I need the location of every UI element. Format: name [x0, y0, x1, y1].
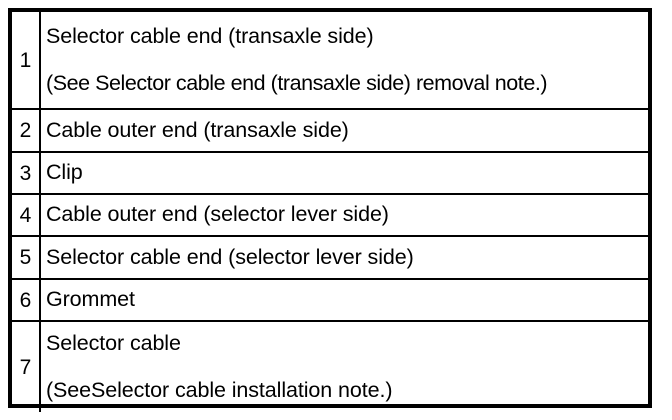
- row-description-cell: Selector cable end (transaxle side) (See…: [40, 12, 648, 109]
- row-number: 2: [19, 119, 32, 142]
- description-stack: Selector cable end (transaxle side) (See…: [46, 12, 648, 108]
- row-description: Selector cable end (transaxle side): [46, 24, 374, 49]
- table-row: 5 Selector cable end (selector lever sid…: [12, 235, 648, 279]
- row-number-cell: 2: [12, 108, 41, 152]
- row-description-cell: Cable outer end (transaxle side): [40, 108, 648, 152]
- row-number-cell: 7: [12, 320, 41, 412]
- row-number-cell: 6: [12, 278, 41, 321]
- row-description-cell: Selector cable (SeeSelector cable instal…: [40, 320, 648, 412]
- row-number: 4: [19, 203, 32, 227]
- row-number: 1: [19, 48, 32, 72]
- parts-table-grid: 1 Selector cable end (transaxle side) (S…: [12, 12, 648, 412]
- row-number-cell: 1: [12, 12, 41, 109]
- row-number-cell: 4: [12, 193, 41, 236]
- parts-table-body: 1 Selector cable end (transaxle side) (S…: [12, 12, 648, 412]
- parts-list-table: 1 Selector cable end (transaxle side) (S…: [8, 8, 652, 412]
- row-description-cell: Cable outer end (selector lever side): [40, 193, 648, 236]
- row-description: Cable outer end (transaxle side): [46, 117, 349, 142]
- table-row: 6 Grommet: [12, 278, 648, 321]
- row-description-cell: Clip: [40, 151, 648, 194]
- row-description: Grommet: [46, 287, 135, 312]
- row-number-cell: 3: [12, 151, 41, 194]
- table-row: 2 Cable outer end (transaxle side): [12, 108, 648, 152]
- row-number: 5: [19, 246, 32, 269]
- table-row: 1 Selector cable end (transaxle side) (S…: [12, 12, 648, 109]
- table-row: 3 Clip: [12, 151, 648, 194]
- table-row: 4 Cable outer end (selector lever side): [12, 193, 648, 236]
- description-stack: Selector cable (SeeSelector cable instal…: [46, 322, 648, 412]
- row-note: (SeeSelector cable installation note.): [46, 377, 393, 402]
- row-description: Selector cable: [46, 331, 181, 356]
- table-row: 7 Selector cable (SeeSelector cable inst…: [12, 320, 648, 412]
- row-number: 3: [19, 161, 32, 185]
- row-number: 7: [19, 355, 32, 379]
- row-description: Selector cable end (selector lever side): [46, 244, 414, 269]
- row-number: 6: [19, 288, 32, 312]
- row-description: Cable outer end (selector lever side): [46, 202, 389, 227]
- row-description-cell: Selector cable end (selector lever side): [40, 235, 648, 279]
- row-description-cell: Grommet: [40, 278, 648, 321]
- row-number-cell: 5: [12, 235, 41, 279]
- row-description: Clip: [46, 160, 83, 185]
- row-note: (See Selector cable end (transaxle side)…: [46, 70, 548, 95]
